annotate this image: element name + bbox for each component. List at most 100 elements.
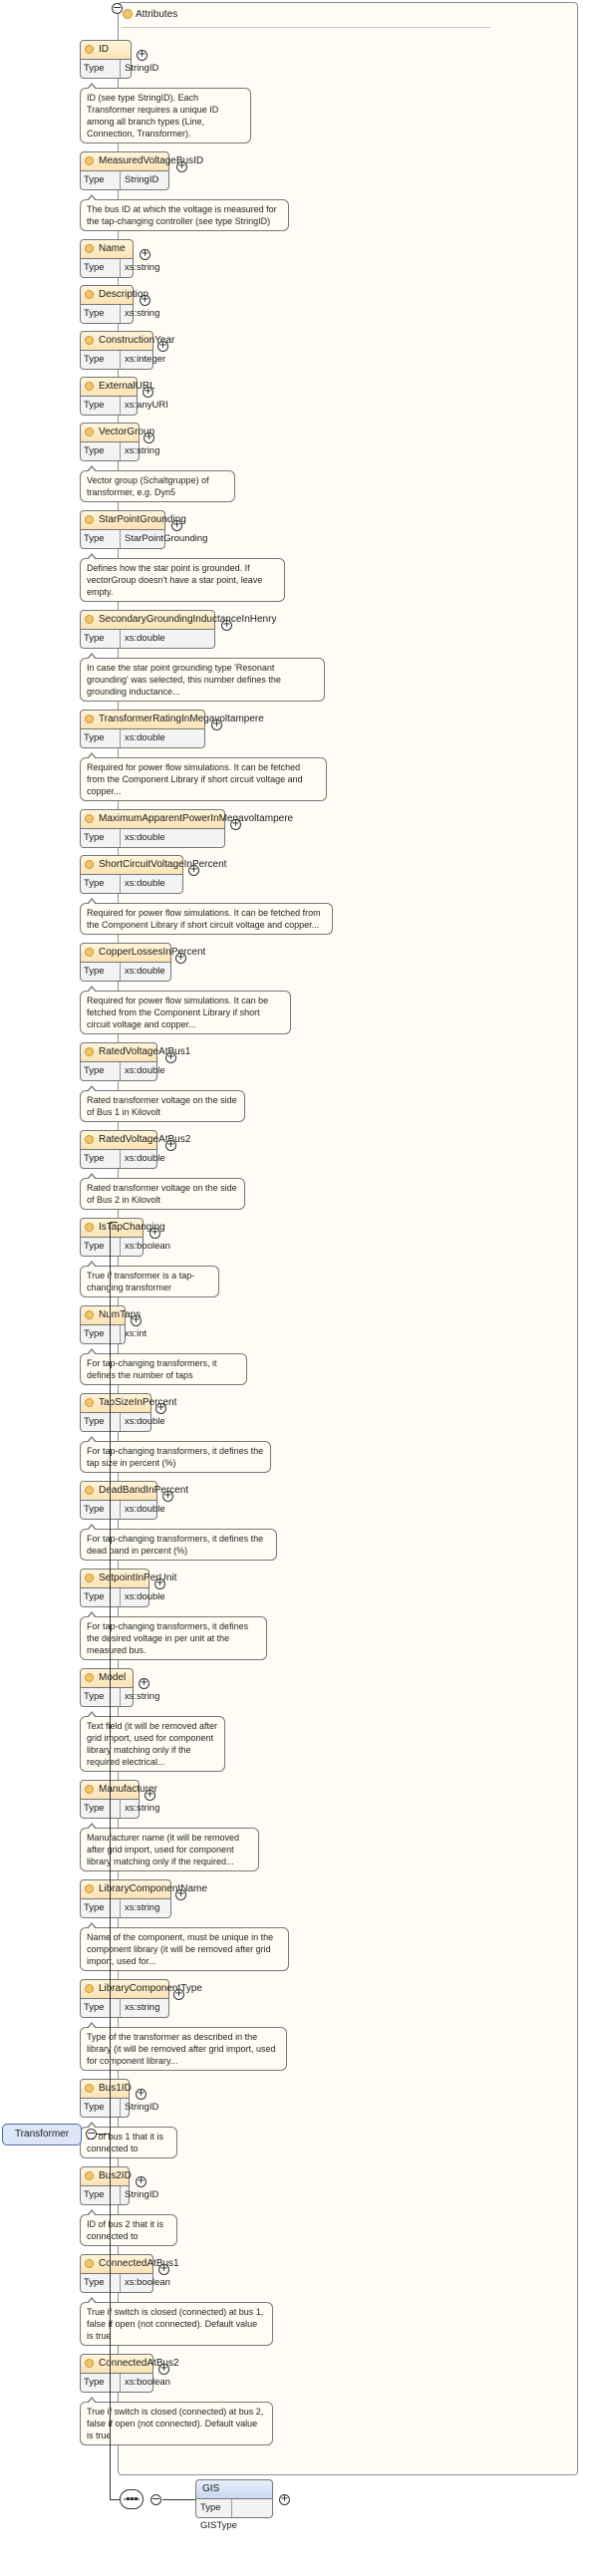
attribute-name: Bus2ID xyxy=(99,2170,132,2181)
expand-button-description[interactable]: + xyxy=(140,294,150,306)
expand-button-is-tap-changing[interactable]: + xyxy=(149,1227,160,1239)
documentation-secondary-grounding-inductance-in-henry: In case the star point grounding type 'R… xyxy=(80,653,325,702)
documentation-copper-losses-in-percent: Required for power flow simulations. It … xyxy=(80,986,291,1034)
expand-button-connected-at-bus2[interactable]: + xyxy=(158,2363,169,2375)
type-key: Type xyxy=(81,1800,121,1818)
expand-button-model[interactable]: + xyxy=(139,1677,149,1689)
expand-button-manufacturer[interactable]: + xyxy=(145,1789,155,1801)
transformer-element-node[interactable]: Transformer xyxy=(2,2124,82,2146)
expand-button-short-circuit-voltage-in-percent[interactable]: + xyxy=(188,864,199,876)
expand-button-name[interactable]: + xyxy=(140,248,150,260)
attribute-icon xyxy=(85,155,94,165)
type-key: Type xyxy=(81,1501,121,1519)
attribute-name: Bus1ID xyxy=(99,2083,132,2094)
type-key: Type xyxy=(81,351,121,369)
connector-to-gis xyxy=(162,2499,195,2500)
attribute-icon xyxy=(85,1222,94,1232)
attribute-name: ID xyxy=(99,44,109,55)
expand-button-external-url[interactable]: + xyxy=(143,386,153,398)
expand-button-library-component-name[interactable]: + xyxy=(175,1888,186,1900)
type-value: xs:double xyxy=(125,1504,165,1515)
expand-button-num-taps[interactable]: + xyxy=(131,1314,142,1326)
attributes-collapse-button[interactable]: − xyxy=(112,1,123,14)
type-value: xs:double xyxy=(125,1065,165,1076)
expand-button-tap-size-in-percent[interactable]: + xyxy=(155,1402,166,1414)
attribute-name: Name xyxy=(99,243,126,254)
documentation-vector-group: Vector group (Schaltgruppe) of transform… xyxy=(80,465,235,502)
expand-button-vector-group[interactable]: + xyxy=(144,431,154,443)
attribute-header: TapSizeInPercent xyxy=(80,1393,176,1413)
expand-button-bus2-id[interactable]: + xyxy=(136,2175,147,2187)
type-value: xs:double xyxy=(125,832,165,843)
gis-expand-button[interactable]: + xyxy=(279,2493,290,2505)
expand-button-star-point-grounding[interactable]: + xyxy=(171,519,182,531)
sequence-compositor-icon[interactable] xyxy=(120,2489,144,2509)
expand-button-maximum-apparent-power-in-megavoltampere[interactable]: + xyxy=(230,818,241,830)
documentation-manufacturer: Manufacturer name (it will be removed af… xyxy=(80,1823,259,1871)
expand-button-setpoint-in-per-unit[interactable]: + xyxy=(154,1577,165,1589)
expand-button-rated-voltage-at-bus2[interactable]: + xyxy=(165,1139,176,1151)
expand-button-transformer-rating-in-megavoltampere[interactable]: + xyxy=(211,718,222,730)
documentation-connected-at-bus2: True if switch is closed (connected) at … xyxy=(80,2397,273,2445)
documentation-library-component-name: Name of the component, must be unique in… xyxy=(80,1922,289,1971)
attribute-name: Description xyxy=(99,289,149,300)
expand-button-rated-voltage-at-bus1[interactable]: + xyxy=(165,1051,176,1063)
type-key: Type xyxy=(81,729,121,747)
transformer-collapse-button[interactable]: − xyxy=(86,2127,97,2140)
type-value: xs:double xyxy=(125,1591,165,1602)
type-value: xs:string xyxy=(125,1902,160,1913)
attribute-name: ShortCircuitVoltageInPercent xyxy=(99,859,227,870)
expand-button-library-component-type[interactable]: + xyxy=(173,1988,184,2000)
expand-button-bus1-id[interactable]: + xyxy=(136,2088,147,2100)
type-value: xs:anyURI xyxy=(125,400,168,411)
expand-button-id[interactable]: + xyxy=(137,49,147,61)
documentation-tap-size-in-percent: For tap-changing transformers, it define… xyxy=(80,1436,271,1473)
type-value: xs:string xyxy=(125,262,160,273)
gis-type-value: GISType xyxy=(200,2520,237,2531)
expand-button-secondary-grounding-inductance-in-henry[interactable]: + xyxy=(221,619,232,631)
expand-button-measured-voltage-bus-id[interactable]: + xyxy=(176,160,187,172)
attribute-header: NumTaps xyxy=(80,1305,141,1325)
sequence-collapse-button[interactable]: − xyxy=(150,2492,161,2505)
expand-button-construction-year[interactable]: + xyxy=(157,340,168,352)
type-value: StringID xyxy=(125,2102,159,2113)
expand-button-copper-losses-in-percent[interactable]: + xyxy=(175,952,186,964)
attribute-icon xyxy=(85,1134,94,1144)
attribute-header: LibraryComponentName xyxy=(80,1879,207,1899)
expand-button-connected-at-bus1[interactable]: + xyxy=(158,2263,169,2275)
type-value: xs:string xyxy=(125,2002,160,2013)
attributes-panel xyxy=(118,2,578,2475)
expand-button-dead-band-in-percent[interactable]: + xyxy=(162,1490,173,1502)
